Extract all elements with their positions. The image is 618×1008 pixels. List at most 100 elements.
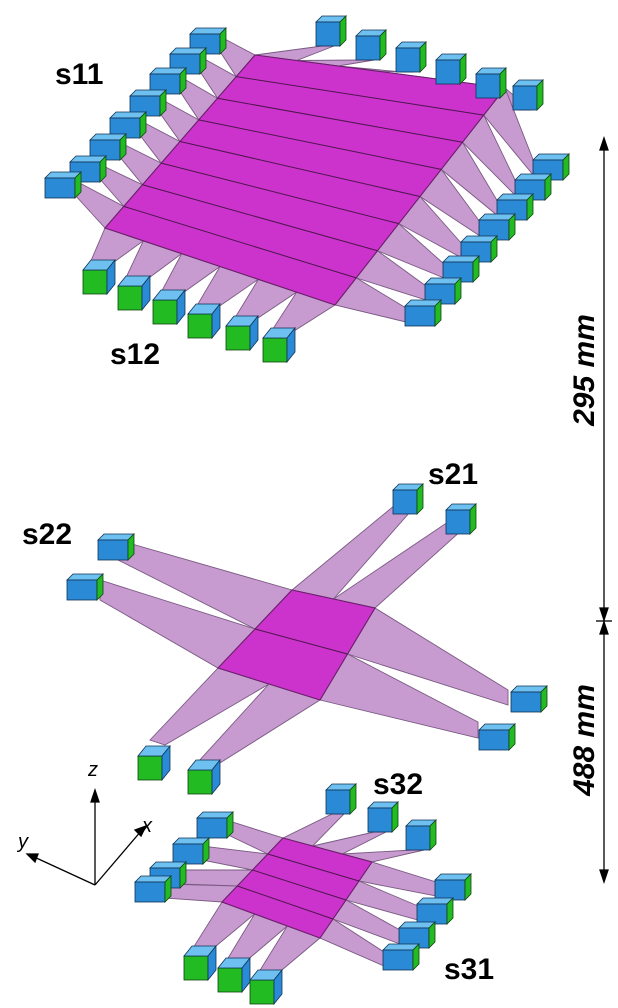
plane3-module-right-end: [428, 921, 436, 949]
plane2-module-s21-body: [392, 489, 418, 515]
plane1-module-front-end: [152, 299, 178, 325]
plane3-module-right-end: [446, 897, 454, 925]
plane2-module-right-body: [478, 729, 510, 751]
plane1-module-left-end: [159, 89, 167, 117]
dimension-lines: [596, 135, 612, 885]
label-s12: s12: [110, 338, 161, 371]
plane3-module-left-end: [179, 861, 187, 889]
plane1-module-front-end: [82, 269, 108, 295]
plane1-module-right-end: [472, 255, 480, 283]
plane3-plate-strip-edge: [252, 869, 347, 901]
plane1-module-left-body: [44, 177, 76, 199]
plane1-module-front-side: [211, 302, 221, 340]
plane2-module-s21-body: [445, 509, 471, 535]
plane1-plate-strip-edge: [179, 141, 421, 197]
plane1-module-right-end: [562, 153, 570, 181]
arrowhead: [599, 619, 609, 635]
plane2-plate-strip-edge: [254, 628, 348, 655]
plane3-module-left-body: [134, 881, 166, 903]
plane2-module-s22-body: [97, 539, 129, 561]
plane2-module-front-end: [137, 755, 163, 781]
plane1-module-front-side: [176, 288, 186, 326]
plane1-module-front-end: [117, 285, 143, 311]
plane1-plate-strip-edge: [217, 97, 463, 143]
plane2-module-s21-end: [469, 503, 477, 535]
label-s32: s32: [373, 768, 424, 801]
plane3-plate-strip-edge: [237, 885, 334, 920]
plane3-module-right-end: [464, 873, 472, 901]
plane2-module-right-end: [508, 723, 516, 751]
arrowhead: [599, 607, 609, 623]
axis-y-arrow: [25, 853, 39, 864]
plane1-plate-strip-edge: [236, 76, 484, 116]
plane3-module-front-end: [249, 979, 275, 1005]
plane3-module-top-body: [325, 789, 351, 815]
plane1-module-top-end: [499, 67, 507, 99]
plane3-module-right-end: [412, 943, 420, 971]
plane2-plate: [216, 589, 376, 701]
plane3-module-top-body: [405, 825, 431, 851]
label-s31: s31: [444, 953, 495, 986]
plane3-module-front-side: [207, 944, 217, 982]
plane3-module-front-end: [183, 955, 209, 981]
plane3-module-front-end: [217, 967, 243, 993]
plane3-module-left-body: [172, 843, 204, 865]
plane1-module-front-side: [286, 326, 296, 364]
plane1-module-front-end: [187, 313, 213, 339]
plane3-module-top-body: [367, 807, 393, 833]
axis-x-arrow: [133, 824, 148, 838]
plane2-module-front-side: [161, 744, 171, 782]
plane1-plate-strip-edge: [142, 184, 378, 252]
plane2-module-front-end: [187, 769, 213, 795]
plane2-module-right-body: [510, 691, 542, 713]
plane1-module-left-end: [179, 67, 187, 95]
plane1-module-left-end: [199, 47, 207, 75]
plane1-module-top-end: [459, 53, 467, 85]
plane1-module-left-end: [219, 27, 227, 55]
plane1-module-front-side: [141, 274, 151, 312]
plane3-plate: [221, 837, 373, 939]
plane2-module-s22-body: [66, 579, 98, 601]
plane2-module-s22-end: [96, 573, 104, 601]
plane1-module-front-side: [106, 258, 116, 296]
plane2-module-s21-end: [416, 483, 424, 515]
plane1-module-left-end: [99, 155, 107, 183]
plane3-module-right-body: [434, 879, 466, 901]
axis-label-x: x: [142, 815, 152, 837]
scintillator-plates: [104, 54, 507, 939]
plane3-module-right-body: [382, 949, 414, 971]
label-s11: s11: [55, 58, 104, 91]
axis-triad: [25, 787, 148, 886]
plane3-module-right-body: [416, 903, 448, 925]
plane1-module-left-end: [139, 111, 147, 139]
plane1-module-top-end: [339, 15, 347, 47]
plane1-module-top-body: [355, 35, 381, 61]
axis-label-y: y: [18, 831, 28, 853]
plane1-plate-strip-edge: [123, 205, 357, 279]
plane3-module-front-side: [273, 968, 283, 1006]
plane3-module-left-body: [196, 817, 228, 839]
axis-label-z: z: [88, 759, 98, 781]
plane1-module-right-end: [526, 193, 534, 221]
plane3-module-top-end: [429, 819, 437, 851]
plane1-module-top-end: [536, 79, 544, 111]
plane1-module-top-body: [315, 21, 341, 47]
plane2-module-front-side: [211, 758, 221, 796]
plane1-module-right-body: [404, 305, 436, 327]
plane1-module-left-end: [119, 133, 127, 161]
plane1-module-top-body: [435, 59, 461, 85]
label-s21: s21: [428, 458, 479, 491]
plane1-module-front-end: [262, 337, 288, 363]
plane1-module-right-end: [544, 173, 552, 201]
plane1-module-front-end: [225, 325, 251, 351]
plane1-module-left-end: [74, 171, 82, 199]
axis-y: [31, 855, 96, 886]
plane2-module-right-end: [540, 685, 548, 713]
plane2-module-s22-end: [127, 533, 135, 561]
plane1-module-right-end: [454, 277, 462, 305]
dimension-488mm: 488 mm: [568, 684, 601, 796]
plane1-module-right-end: [490, 235, 498, 263]
plane1-module-right-end: [434, 299, 442, 327]
plane3-module-left-end: [202, 837, 210, 865]
